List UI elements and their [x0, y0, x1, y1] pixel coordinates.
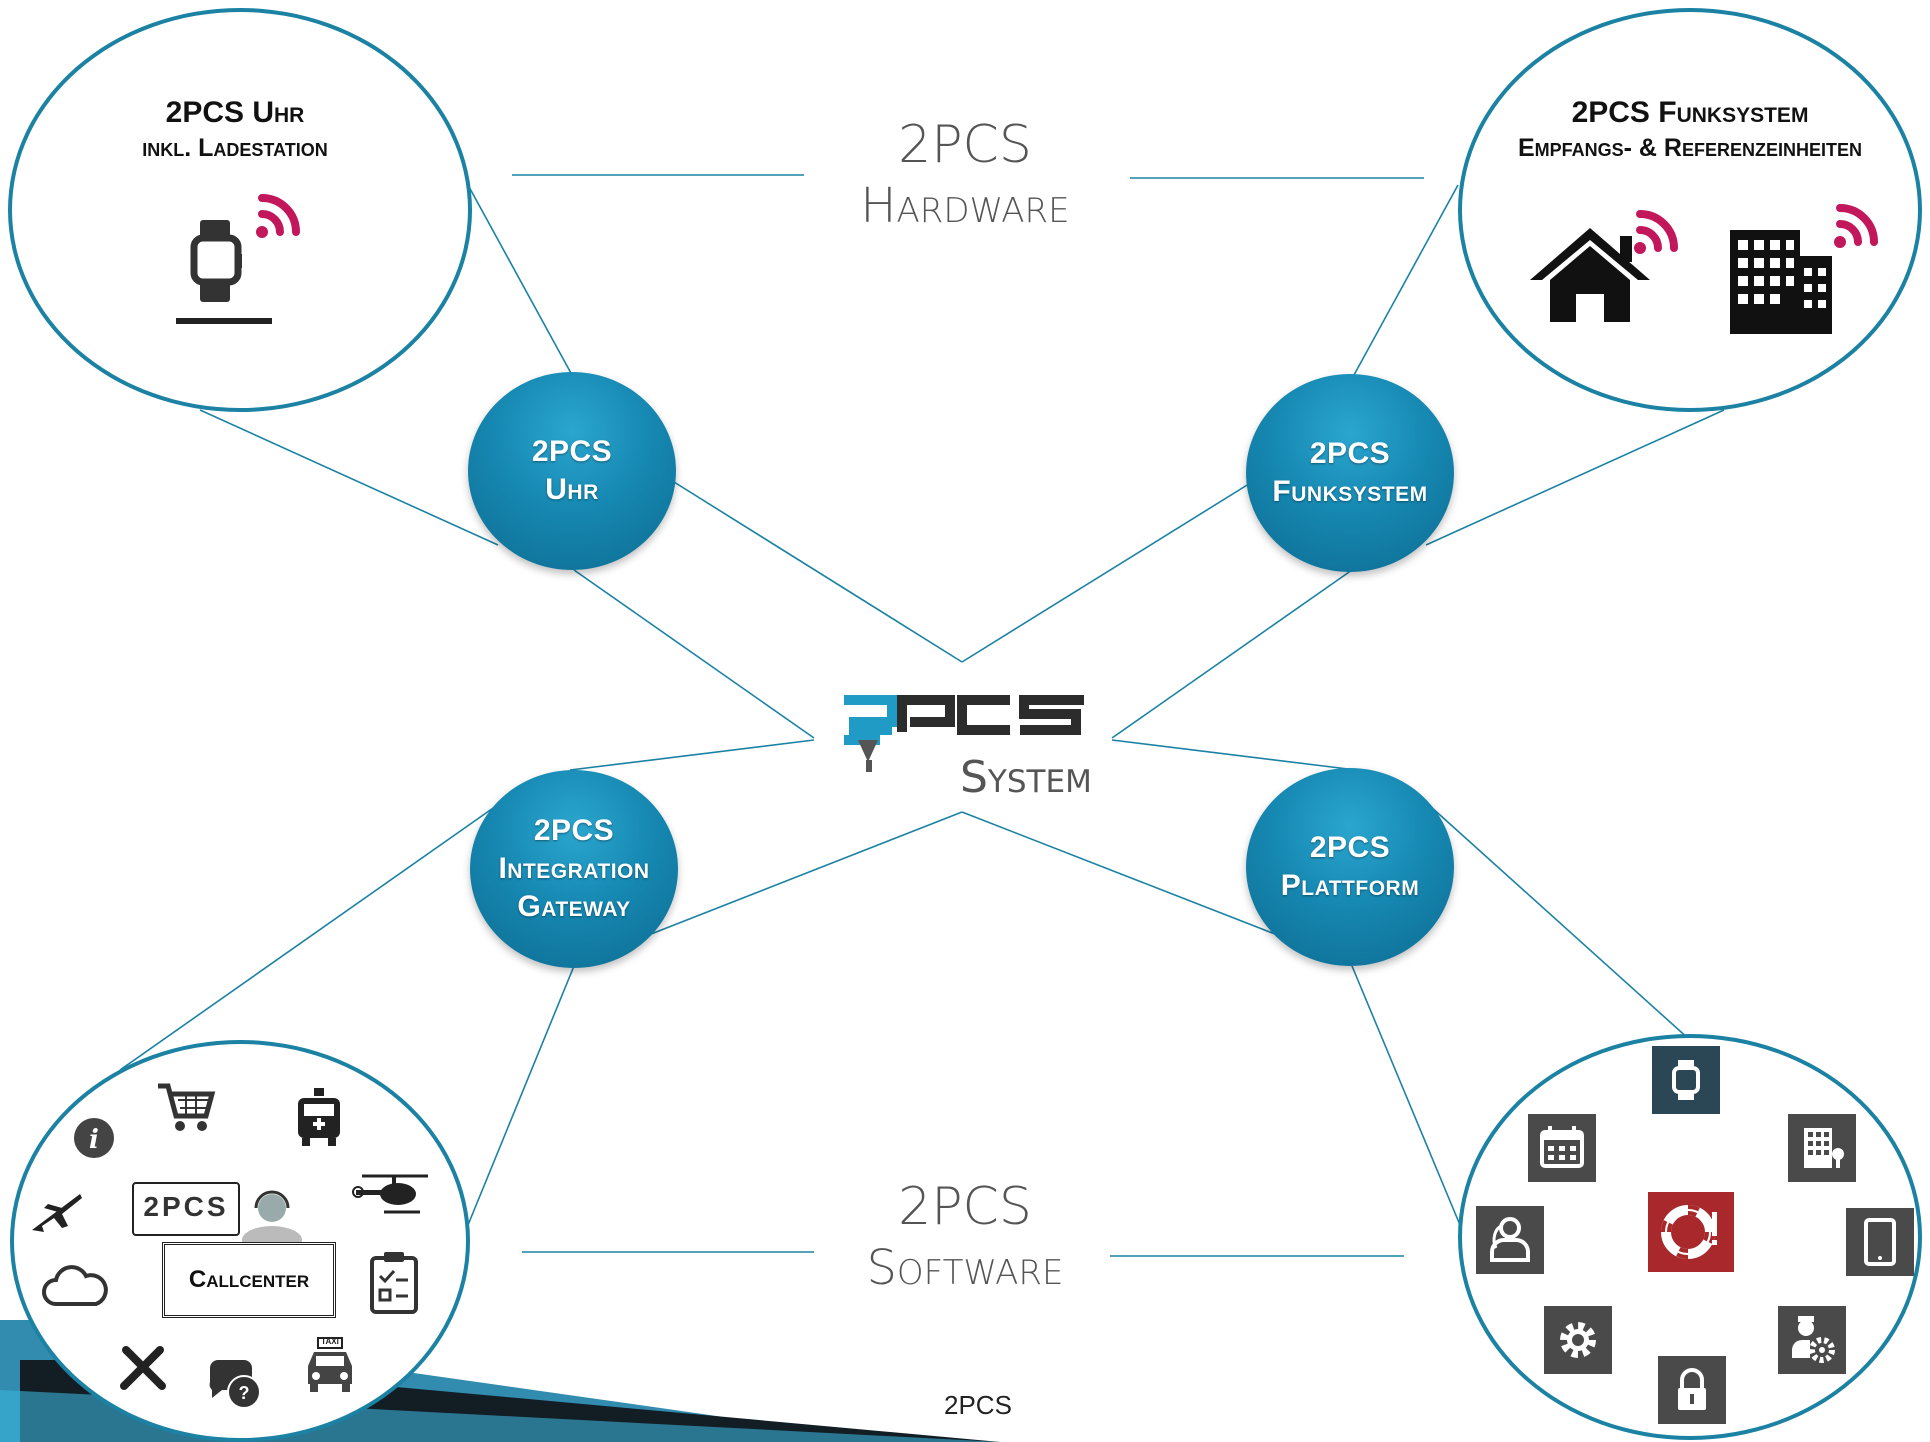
- gear-icon: [1560, 1322, 1596, 1358]
- people-icon: [1490, 1217, 1530, 1262]
- settings-tile[interactable]: [1544, 1306, 1612, 1374]
- hub-integration-gateway[interactable]: 2PCS Integration Gateway: [470, 770, 678, 968]
- watch-charger-icon: [176, 194, 300, 324]
- uhr-hardware-title: 2PCS Uhr inkl. Ladestation: [142, 96, 328, 162]
- callcenter-box: Callcenter: [162, 1242, 336, 1318]
- helicopter-icon: [352, 1174, 428, 1214]
- info-icon: i: [74, 1118, 114, 1158]
- tablet-tile[interactable]: [1846, 1208, 1914, 1276]
- airplane-icon: [32, 1194, 82, 1232]
- lock-tile[interactable]: [1658, 1356, 1726, 1424]
- checklist-icon: [370, 1252, 418, 1314]
- taxi-label: TAXI: [321, 1337, 339, 1346]
- lock-icon: [1678, 1368, 1706, 1410]
- hub-uhr[interactable]: 2PCS Uhr: [468, 372, 676, 570]
- building-tile[interactable]: [1788, 1114, 1856, 1182]
- calendar-tile[interactable]: [1528, 1114, 1596, 1182]
- uhr-hardware-circle: [8, 8, 472, 412]
- calendar-icon: [1540, 1126, 1584, 1168]
- watch-tile[interactable]: [1652, 1046, 1720, 1114]
- taxi-icon: [308, 1337, 352, 1392]
- house-signal-icon: [1530, 210, 1678, 322]
- system-label: System: [960, 752, 1092, 803]
- watch-icon: [1672, 1060, 1700, 1100]
- cloud-icon: [42, 1265, 108, 1306]
- center-logo: System: [840, 682, 1140, 803]
- hospital-building-icon: [1804, 1128, 1844, 1168]
- nurse-settings-tile[interactable]: [1778, 1306, 1846, 1374]
- hub-plattform[interactable]: 2PCS Plattform: [1246, 768, 1454, 966]
- software-heading: 2PCS Software: [866, 1177, 1064, 1296]
- ambulance-icon: [298, 1088, 340, 1146]
- svg-text:i: i: [89, 1125, 99, 1155]
- tablet-icon: [1864, 1218, 1896, 1266]
- shopping-cart-icon: [158, 1083, 216, 1131]
- 2pcs-logo-box: 2PCS: [132, 1182, 240, 1236]
- lifebuoy-icon: [1661, 1205, 1717, 1259]
- footer-label: 2PCS: [944, 1390, 1012, 1420]
- chat-icon: ?: [209, 1360, 261, 1409]
- hardware-heading: 2PCS Hardware: [860, 115, 1070, 234]
- lifebuoy-tile[interactable]: [1648, 1192, 1734, 1272]
- nurse-gear-icon: [1792, 1316, 1835, 1363]
- svg-text:?: ?: [239, 1383, 250, 1403]
- building-signal-icon: [1730, 204, 1878, 334]
- funksystem-hardware-title: 2PCS Funksystem Empfangs- & Referenzeinh…: [1517, 96, 1863, 162]
- tools-icon: [120, 1346, 166, 1390]
- people-tile[interactable]: [1476, 1206, 1544, 1274]
- hub-funksystem[interactable]: 2PCS Funksystem: [1246, 374, 1454, 572]
- 2pcs-logo-mark: [844, 695, 1084, 772]
